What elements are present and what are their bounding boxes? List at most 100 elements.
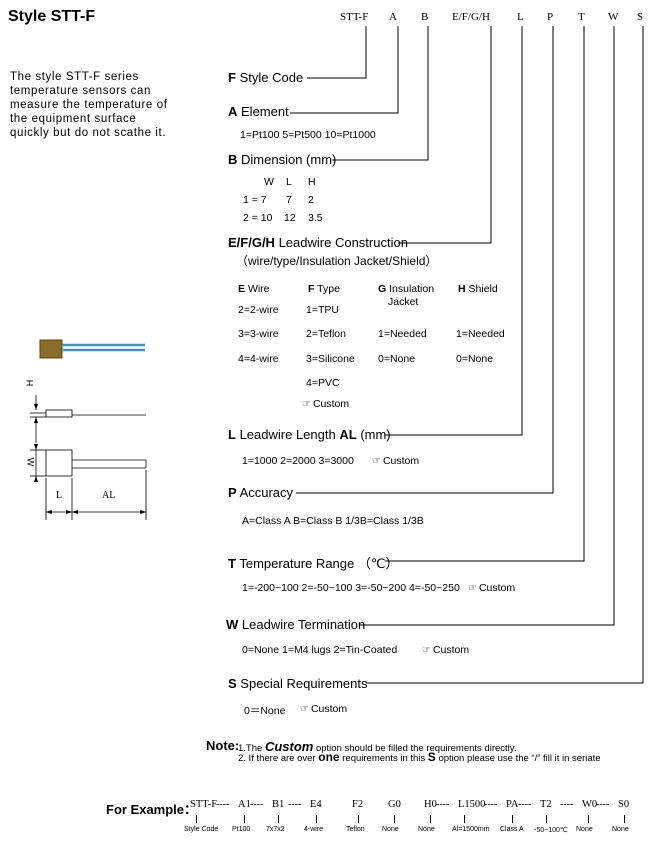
dimension-letter: B [228,152,238,167]
example-desc: Pt100 [232,826,251,833]
example-code: S0 [618,799,630,810]
code-header-s: S [637,11,644,23]
special-requirements-custom: Custom [300,703,347,715]
leadwire-construction-label: Leadwire Construction [278,235,408,250]
code-header-p: P [547,11,554,23]
example-desc: Class A [500,826,524,833]
example-desc: None [382,826,399,833]
drawing-label-al: AL [102,490,116,501]
example-code: F2 [352,799,364,810]
example-separator: ---- [518,799,532,810]
example-code: PA [506,799,519,810]
accuracy-label: Accuracy [239,485,294,500]
temperature-range-label: Temperature Range （℃） [239,556,399,571]
example-code: B1 [272,799,285,810]
leadwire-termination-letter: W [226,617,239,632]
description-line: temperature sensors can [10,85,152,97]
element-label: Element [241,104,289,119]
style-code-section: F Style Code [228,70,303,85]
accuracy-options: A=Class A B=Class B 1/3B=Class 1/3B [242,515,424,527]
dimension-row-2-l: 12 [284,212,296,224]
temperature-range-letter: T [228,556,236,571]
example-code: E4 [310,799,322,810]
dimension-header-h: H [308,176,316,188]
leadwire-termination-section: W Leadwire Termination [226,617,365,632]
temperature-range-custom: Custom [468,582,515,594]
col-e-header: E Wire [238,283,270,295]
page-title: Style STT-F [8,8,96,25]
col-f-header: F Type [308,283,340,295]
example-tick [464,815,465,823]
example-code: T2 [540,799,552,810]
col-f-item: 4=PVC [306,377,340,389]
style-code-letter: F [228,70,236,85]
dimension-row-1-l: 7 [286,194,292,206]
dimension-header-l: L [286,176,292,188]
code-header-a: A [389,11,397,23]
drawing-label-w: W [25,457,36,467]
example-separator: ---- [560,799,574,810]
example-desc: 7x7x2 [266,826,285,833]
element-section: A Element [228,104,289,119]
col-f-item: 3=Silicone [306,353,355,365]
col-g-item: 1=Needed [378,328,427,340]
leadwire-length-custom: Custom [372,455,419,467]
dimension-row-1-w: 1 = 7 [243,194,267,206]
example-code: H0 [424,799,437,810]
col-g-item: 0=None [378,353,416,365]
col-f-item: 2=Teflon [306,328,346,340]
example-tick [512,815,513,823]
dimension-row-2-w: 2 = 10 [243,212,273,224]
col-e-item: 2=2-wire [238,304,279,316]
temperature-range-section: T Temperature Range （℃） [228,553,398,572]
example-tick [278,815,279,823]
sensor-photo [39,339,145,359]
example-desc: Teflon [346,826,365,833]
example-tick [196,815,197,823]
dimension-row-1-h: 2 [308,194,314,206]
example-code: L1500 [458,799,486,810]
accuracy-section: P Accuracy [228,485,293,500]
special-requirements-letter: S [228,676,237,691]
leadwire-construction-section: E/F/G/H Leadwire Construction [228,235,408,250]
special-requirements-section: S Special Requirements [228,676,367,691]
description: The style STT-F series temperature senso… [10,70,180,140]
example-label: For Example： [106,802,198,817]
example-desc: None [418,826,435,833]
dimension-header-w: W [264,176,274,188]
leadwire-construction-letter: E/F/G/H [228,235,275,250]
example-tick [394,815,395,823]
leadwire-length-options: 1=1000 2=2000 3=3000 [242,455,354,467]
dimension-arrows [34,404,146,514]
example-tick [588,815,589,823]
example-separator: ---- [596,799,610,810]
accuracy-letter: P [228,485,237,500]
temperature-range-options: 1=-200~100 2=-50~100 3=-50~200 4=-50~250 [242,582,460,594]
example-desc: 4-wire [304,826,324,833]
example-code: A1 [238,799,251,810]
leadwire-length-letter: L [228,427,236,442]
note-line-1: 1.The Custom option should be filled the… [238,739,517,754]
example-separator: ---- [216,799,230,810]
leadwire-length-section: L Leadwire Length AL (mm) [228,427,391,442]
leadwire-termination-label: Leadwire Termination [241,617,366,632]
example-code: STT-F [190,799,218,810]
code-header-b: B [421,11,429,23]
element-options: 1=Pt100 5=Pt500 10=Pt1000 [240,129,376,141]
example-desc: Style Code [184,826,219,833]
description-line: quickly but do not scathe it. [10,127,167,139]
example-tick [430,815,431,823]
example-desc: None [576,826,593,833]
col-g-header: G Insulation [378,283,435,295]
description-line: the equipment surface [10,113,137,125]
col-h-header: H Shield [458,283,498,295]
drawing-label-h: H [24,379,35,387]
col-h-item: 0=None [456,353,494,365]
code-header-efgh: E/F/G/H [452,11,490,23]
code-header-w: W [608,11,619,23]
example-tick [316,815,317,823]
example-tick [244,815,245,823]
dimension-section: B Dimension (mm) [228,152,336,167]
code-header-l: L [517,11,524,23]
